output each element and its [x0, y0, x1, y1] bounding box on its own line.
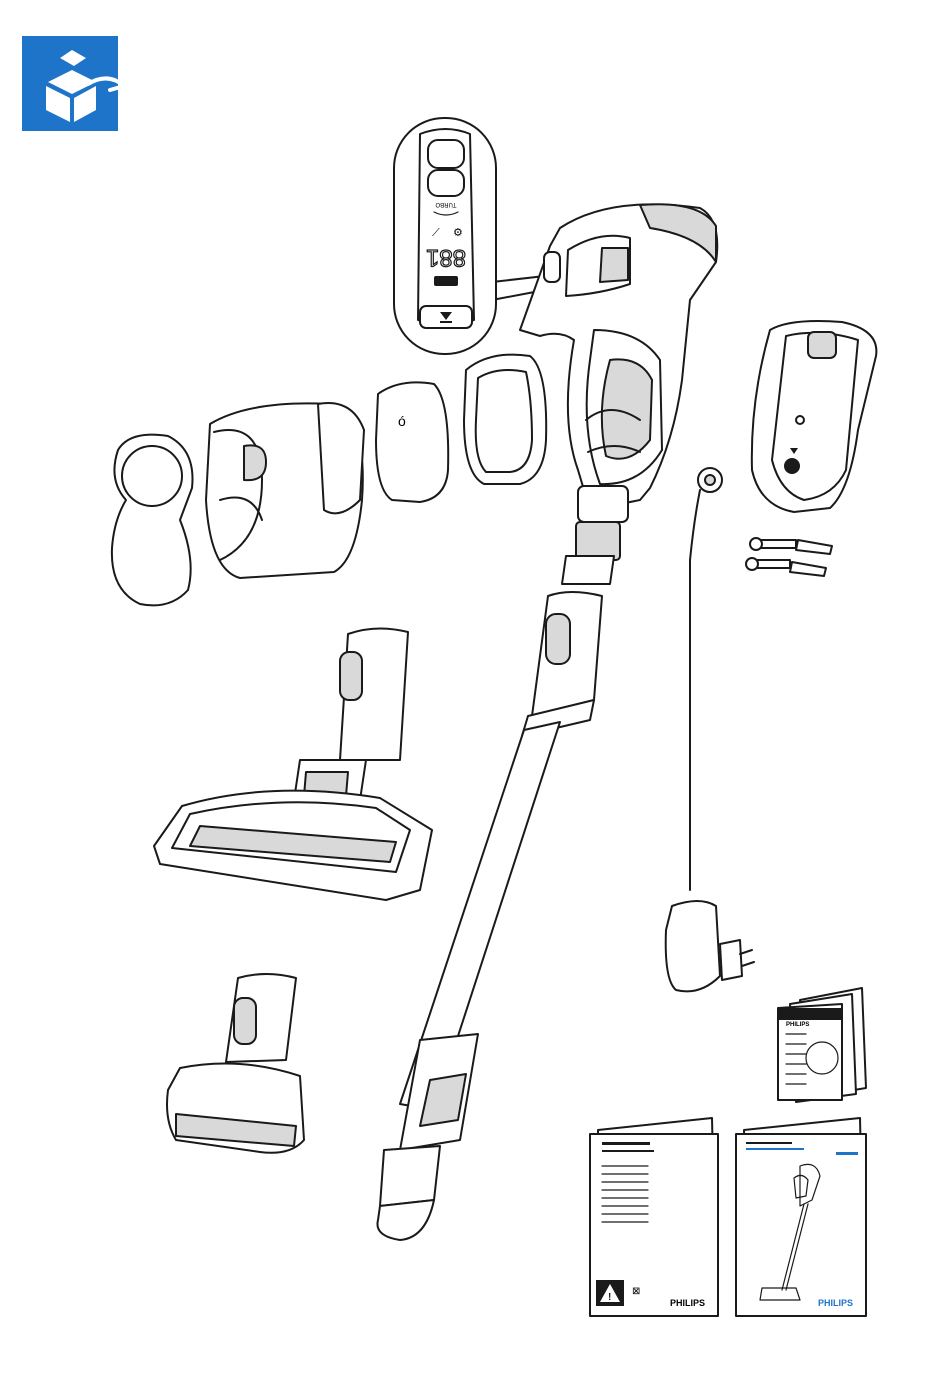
small-leaflet: PHILIPS [778, 988, 866, 1102]
user-manual-brand: PHILIPS [670, 1298, 705, 1308]
unboxing-icon [22, 36, 124, 131]
filter-icon: ó [398, 413, 406, 429]
small-leaflet-brand: PHILIPS [786, 1022, 809, 1028]
user-manual: ! ⊠ PHILIPS [590, 1118, 718, 1316]
charging-socket-icon [784, 458, 800, 474]
power-button [428, 140, 464, 168]
floor-nozzle [154, 628, 432, 900]
brush-icon: ⟋ [432, 227, 440, 239]
screws-and-plugs [746, 538, 832, 576]
turbo-label: TURBO [435, 201, 456, 207]
svg-text:!: ! [608, 1292, 611, 1303]
quick-start-brand: PHILIPS [818, 1298, 853, 1308]
turbo-button [428, 170, 464, 196]
motor-filter [376, 382, 448, 502]
wall-mount [752, 321, 877, 512]
charger [666, 468, 754, 991]
filter-icon: ⚙ [453, 227, 463, 239]
recycle-bin-icon: ⊠ [632, 1286, 640, 1297]
dust-container-parts: ó [112, 355, 546, 606]
display-digits: 881 [426, 244, 466, 271]
handle-control-panel: TURBO ⟋ ⚙ 881 [418, 129, 474, 328]
extension-tube [377, 592, 602, 1240]
display-callout: TURBO ⟋ ⚙ 881 [394, 118, 545, 354]
quick-start-guide: PHILIPS [736, 1118, 866, 1316]
battery-icon [434, 276, 458, 286]
handheld-unit [520, 204, 717, 584]
mini-turbo-brush [167, 974, 304, 1153]
